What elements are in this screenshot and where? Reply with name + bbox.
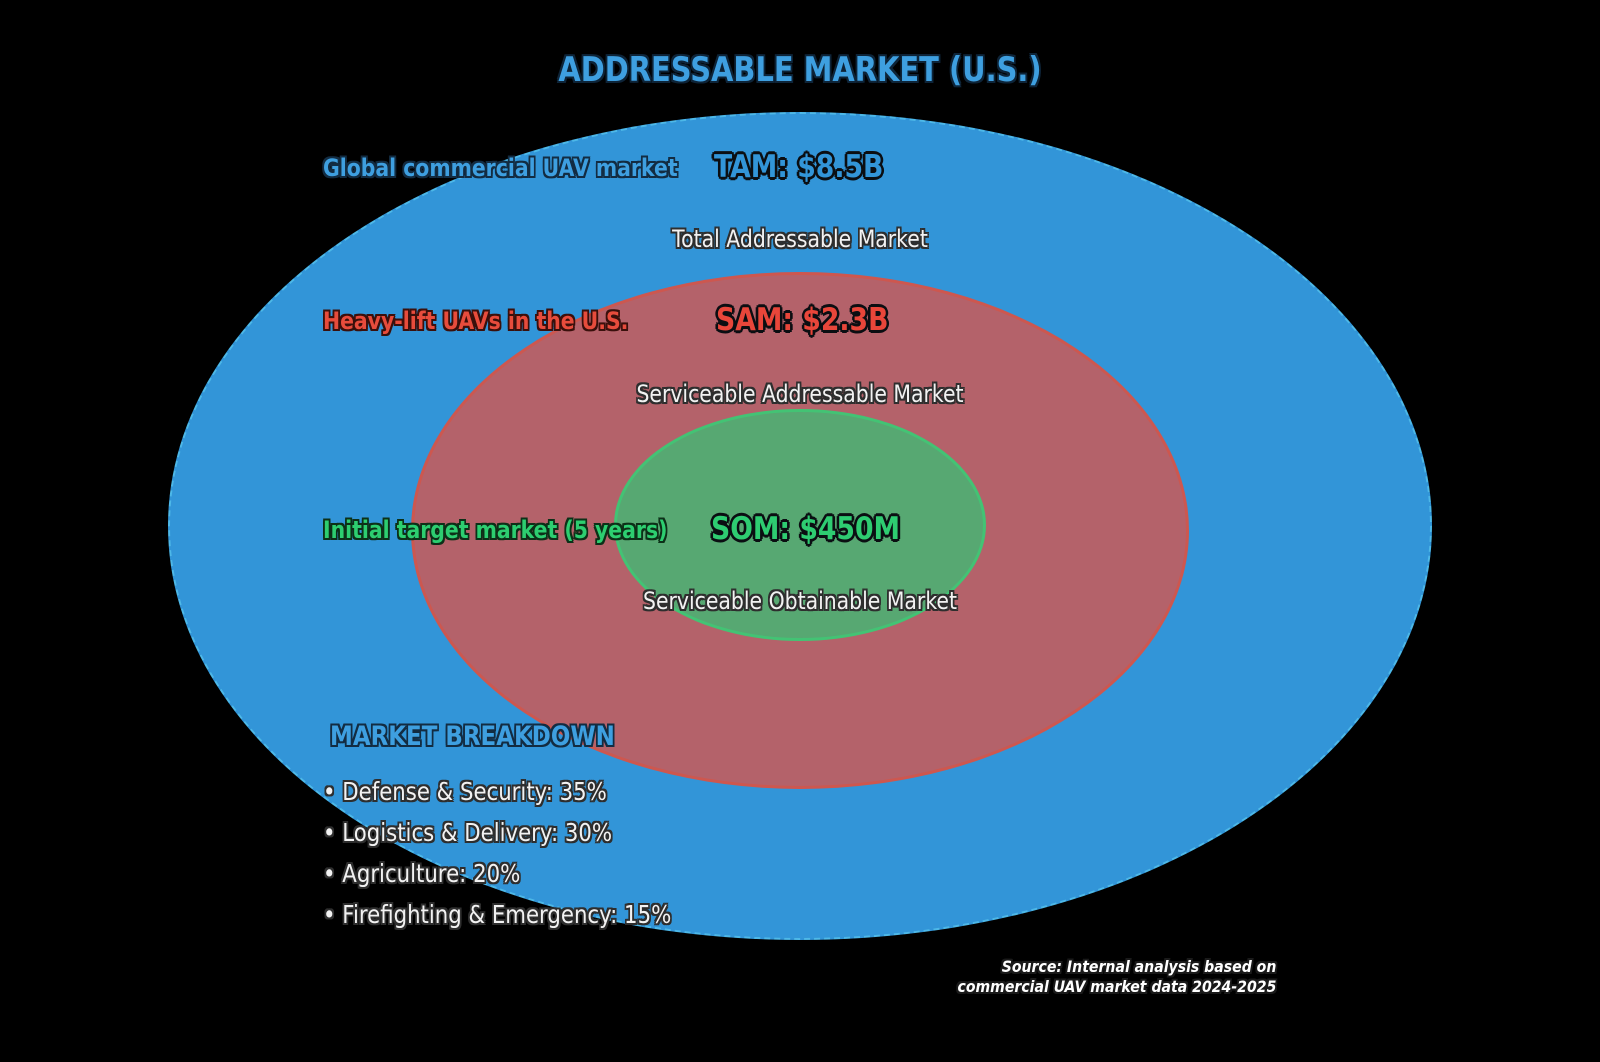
som-ellipse (614, 409, 986, 641)
market-breakdown-heading: MARKET BREAKDOWN (330, 721, 615, 752)
sam-description: Serviceable Addressable Market (636, 380, 964, 408)
breakdown-item-firefighting: • Firefighting & Emergency: 15% (323, 900, 672, 929)
som-value: SOM: $450M (711, 511, 901, 547)
tam-description: Total Addressable Market (672, 225, 928, 253)
source-note: Source: Internal analysis based on comme… (957, 957, 1276, 997)
breakdown-item-defense: • Defense & Security: 35% (323, 777, 607, 806)
figure-title: ADDRESSABLE MARKET (U.S.) (558, 50, 1042, 90)
sam-value: SAM: $2.3B (716, 302, 889, 338)
source-note-line1: Source: Internal analysis based on (1001, 957, 1276, 976)
sam-ring-label: Heavy-lift UAVs in the U.S. (323, 307, 629, 335)
source-note-line2: commercial UAV market data 2024-2025 (957, 977, 1276, 996)
market-breakdown-list: • Defense & Security: 35% • Logistics & … (323, 777, 671, 941)
breakdown-item-agriculture: • Agriculture: 20% (323, 859, 521, 888)
breakdown-item-logistics: • Logistics & Delivery: 30% (323, 818, 613, 847)
som-description: Serviceable Obtainable Market (643, 587, 957, 615)
tam-ring-label: Global commercial UAV market (323, 154, 678, 182)
tam-value: TAM: $8.5B (714, 149, 884, 185)
som-ring-label: Initial target market (5 years) (323, 516, 668, 544)
